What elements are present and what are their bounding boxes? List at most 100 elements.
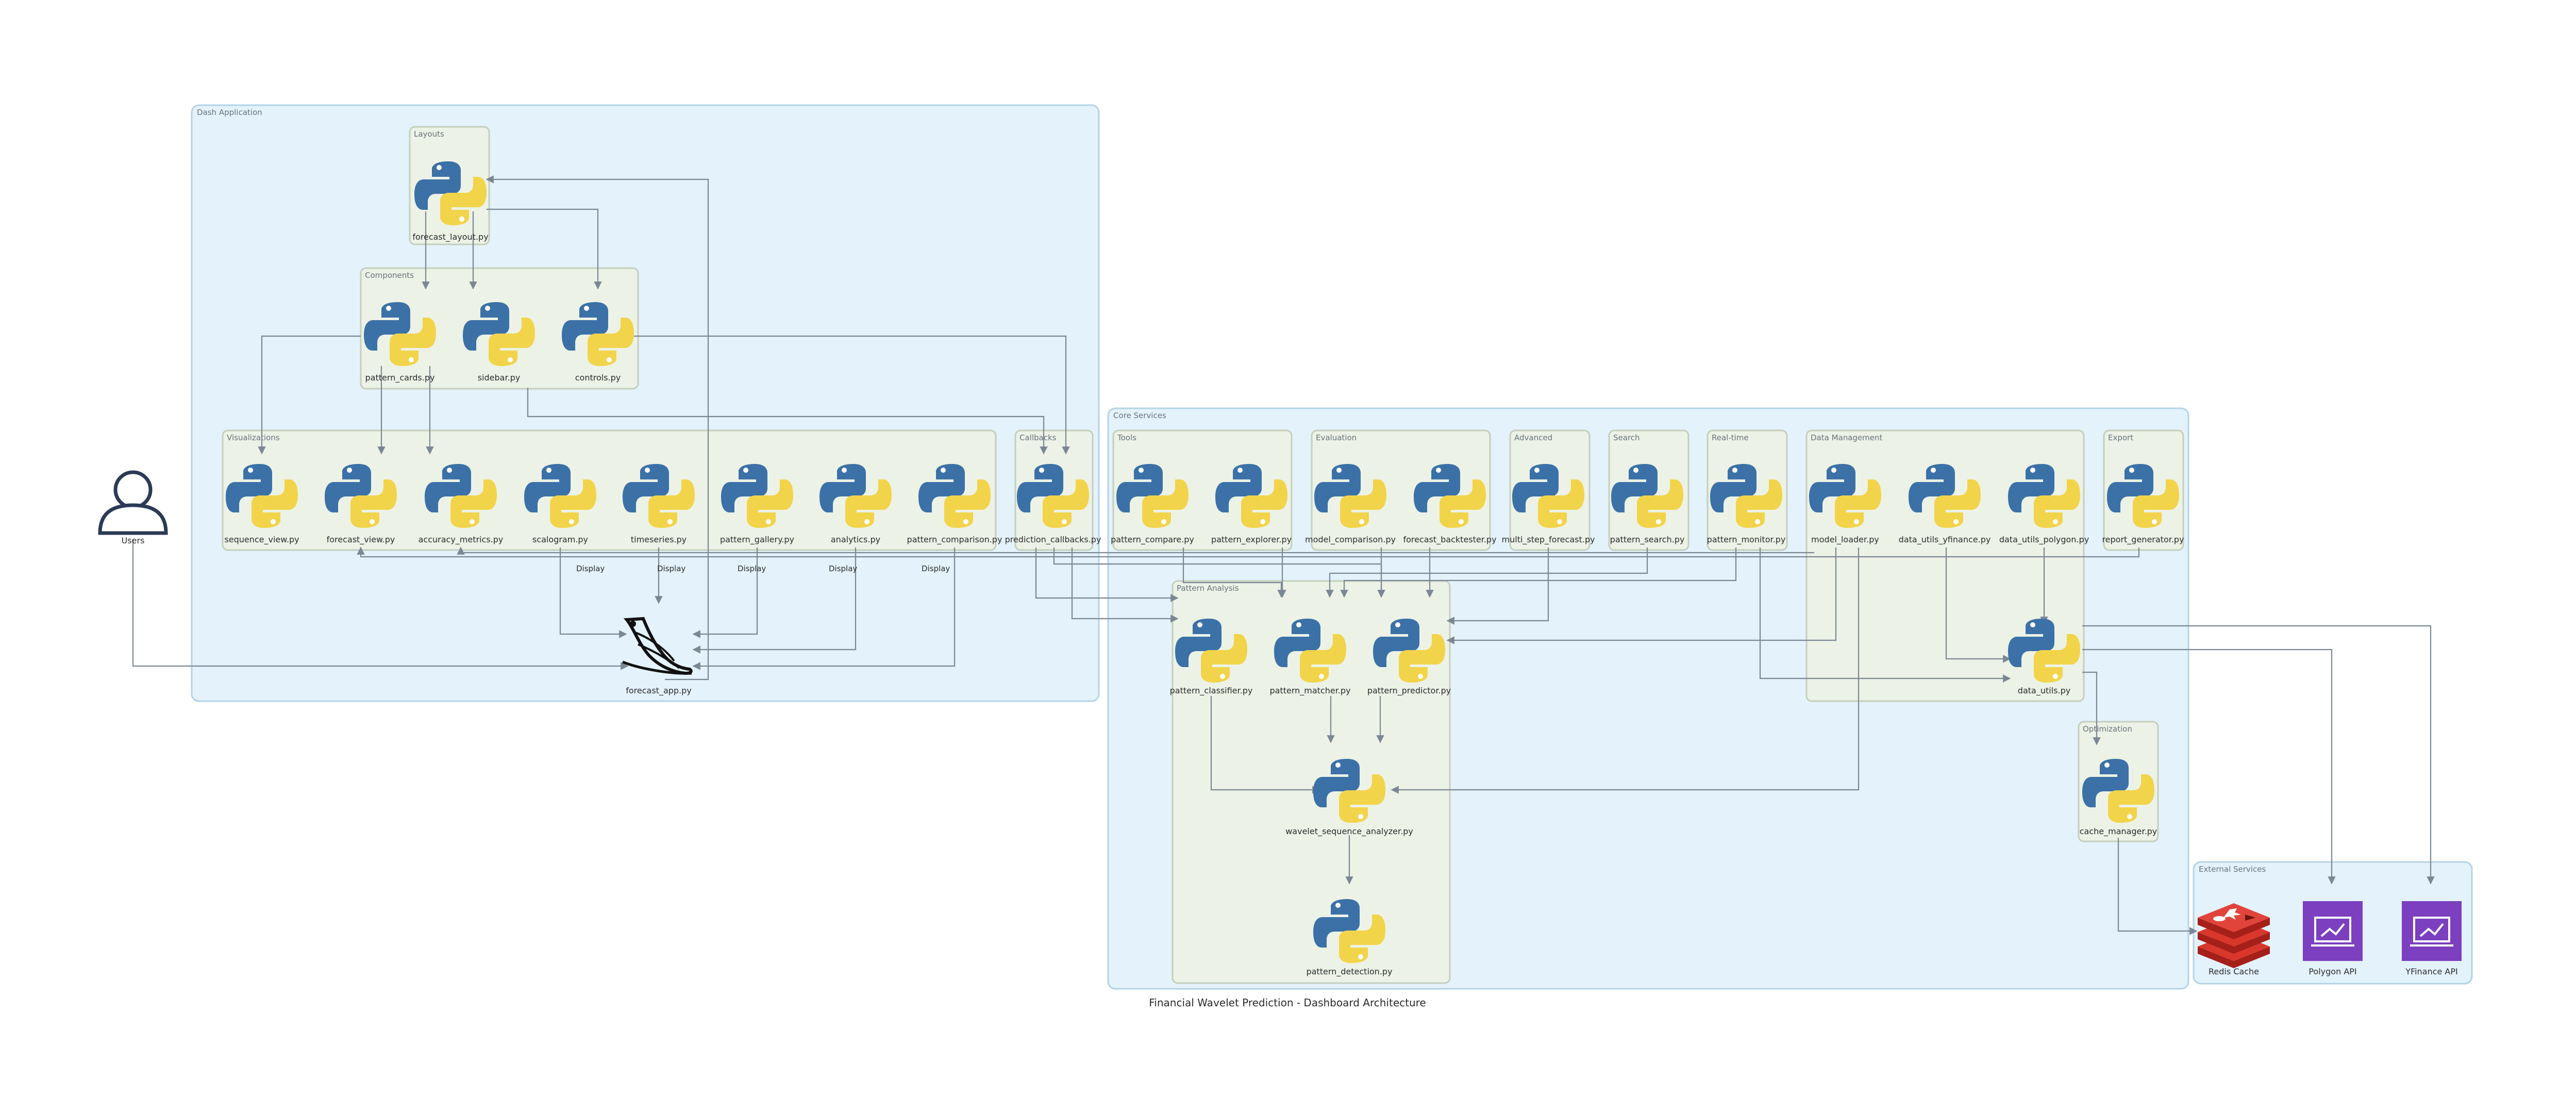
node-scalogram[interactable]: scalogram.py bbox=[524, 464, 596, 544]
node-label: forecast_layout.py bbox=[412, 232, 488, 242]
node-pattern-monitor[interactable]: pattern_monitor.py bbox=[1707, 464, 1786, 545]
node-prediction-callbacks[interactable]: prediction_callbacks.py bbox=[1005, 464, 1101, 545]
node-data-utils-polygon[interactable]: data_utils_polygon.py bbox=[1999, 464, 2089, 545]
node-label: Redis Cache bbox=[2209, 967, 2259, 976]
node-redis-cache[interactable]: Redis Cache bbox=[2198, 903, 2270, 976]
cluster-label-realtime: Real-time bbox=[1712, 433, 1749, 442]
edge-controls-callbacks bbox=[634, 335, 1070, 455]
node-forecast-view[interactable]: forecast_view.py bbox=[325, 464, 397, 545]
edge-cache-redis bbox=[2117, 838, 2198, 935]
edge-monitor-matcher bbox=[1340, 547, 1737, 598]
node-pattern-compare[interactable]: pattern_compare.py bbox=[1111, 464, 1194, 545]
cluster-label-callbacks: Callbacks bbox=[1019, 433, 1057, 442]
node-pattern-comparison[interactable]: pattern_comparison.py bbox=[907, 464, 1002, 545]
flask-icon bbox=[622, 617, 693, 675]
edge-classifier-analyzer bbox=[1210, 696, 1320, 794]
node-polygon-api[interactable]: Polygon API bbox=[2303, 901, 2363, 976]
cluster-dash-application: Dash Application bbox=[191, 104, 1100, 702]
node-analytics[interactable]: analytics.py bbox=[819, 464, 892, 544]
node-model-loader[interactable]: model_loader.py bbox=[1809, 464, 1881, 545]
edge-comparison-app bbox=[692, 547, 956, 670]
cluster-label-components: Components bbox=[365, 271, 414, 280]
node-label: pattern_gallery.py bbox=[720, 535, 794, 545]
edge-label-display: Display bbox=[829, 564, 857, 573]
edge-monitor-datautils bbox=[1759, 547, 2011, 683]
edge-search-matcher bbox=[1326, 547, 1648, 598]
node-pattern-predictor[interactable]: pattern_predictor.py bbox=[1367, 619, 1451, 696]
node-pattern-matcher[interactable]: pattern_matcher.py bbox=[1269, 619, 1351, 696]
node-data-utils[interactable]: data_utils.py bbox=[2008, 619, 2080, 696]
cluster-pattern-analysis: Pattern Analysis bbox=[1172, 580, 1451, 984]
cluster-label-tools: Tools bbox=[1117, 433, 1136, 442]
node-wavelet-sequence-analyzer[interactable]: wavelet_sequence_analyzer.py bbox=[1285, 759, 1413, 837]
edge-labels: Display Display Display Display Display bbox=[576, 564, 950, 573]
edge-loader-predictor bbox=[1446, 547, 1837, 644]
cluster-label-external: External Services bbox=[2199, 865, 2266, 874]
cluster-label-search: Search bbox=[1613, 433, 1640, 442]
edge-scalogram-app bbox=[559, 547, 627, 638]
node-timeseries[interactable]: timeseries.py bbox=[623, 464, 695, 544]
node-label: pattern_search.py bbox=[1610, 535, 1685, 545]
node-sidebar[interactable]: sidebar.py bbox=[463, 302, 535, 383]
node-multi-step-forecast[interactable]: multi_step_forecast.py bbox=[1502, 464, 1595, 545]
diagram-title: Financial Wavelet Prediction - Dashboard… bbox=[1149, 997, 1426, 1009]
edge-label-display: Display bbox=[576, 564, 605, 573]
node-yfinance-api[interactable]: YFinance API bbox=[2402, 901, 2462, 976]
node-pattern-search[interactable]: pattern_search.py bbox=[1610, 464, 1685, 545]
edge-users-app bbox=[132, 539, 629, 670]
node-label: forecast_app.py bbox=[626, 686, 692, 696]
edge-app-layout bbox=[486, 175, 709, 681]
cluster-label-data-management: Data Management bbox=[1811, 433, 1883, 442]
node-label: data_utils.py bbox=[2018, 686, 2070, 696]
node-label: Users bbox=[122, 536, 145, 545]
node-label: multi_step_forecast.py bbox=[1502, 535, 1595, 545]
edge-datautils-yfinance bbox=[2082, 625, 2435, 885]
edge-label-display: Display bbox=[922, 564, 950, 573]
chart-api-icon bbox=[2303, 901, 2363, 961]
node-pattern-gallery[interactable]: pattern_gallery.py bbox=[720, 464, 794, 545]
node-label: wavelet_sequence_analyzer.py bbox=[1285, 826, 1413, 837]
node-data-utils-yfinance[interactable]: data_utils_yfinance.py bbox=[1899, 464, 1991, 545]
cluster-label-optimization: Optimization bbox=[2083, 724, 2132, 734]
node-forecast-backtester[interactable]: forecast_backtester.py bbox=[1403, 464, 1497, 545]
edge-export-forecastview bbox=[357, 546, 2140, 558]
node-report-generator[interactable]: report_generator.py bbox=[2102, 464, 2184, 545]
node-label: pattern_detection.py bbox=[1306, 967, 1392, 977]
edge-datautils-cache bbox=[2082, 671, 2101, 745]
node-label: pattern_explorer.py bbox=[1211, 535, 1292, 545]
node-label: data_utils_yfinance.py bbox=[1899, 535, 1991, 545]
node-label: pattern_comparison.py bbox=[907, 535, 1002, 545]
node-pattern-classifier[interactable]: pattern_classifier.py bbox=[1170, 619, 1253, 696]
redis-icon bbox=[2198, 903, 2270, 968]
node-label: pattern_classifier.py bbox=[1170, 686, 1253, 696]
edge-callbacks-classifier bbox=[1035, 547, 1179, 602]
node-pattern-explorer[interactable]: pattern_explorer.py bbox=[1211, 464, 1292, 545]
node-label: pattern_predictor.py bbox=[1367, 686, 1451, 696]
node-forecast-layout[interactable]: forecast_layout.py bbox=[412, 161, 489, 242]
cluster-label-pattern-analysis: Pattern Analysis bbox=[1177, 584, 1239, 593]
edge-loader-analyzer bbox=[1391, 547, 1860, 794]
node-label: pattern_cards.py bbox=[365, 373, 435, 383]
edge-label-display: Display bbox=[738, 564, 766, 573]
cluster-label-dash: Dash Application bbox=[197, 108, 262, 117]
node-model-comparison[interactable]: model_comparison.py bbox=[1305, 464, 1396, 545]
node-pattern-cards[interactable]: pattern_cards.py bbox=[364, 302, 436, 383]
cluster-label-core: Core Services bbox=[1113, 411, 1166, 420]
node-controls[interactable]: controls.py bbox=[562, 302, 634, 383]
node-label: Polygon API bbox=[2309, 967, 2356, 976]
edge-multistep-predictor bbox=[1446, 547, 1549, 625]
node-accuracy-metrics[interactable]: accuracy_metrics.py bbox=[419, 464, 504, 545]
node-sequence-view[interactable]: sequence_view.py bbox=[224, 464, 299, 545]
edge-cards-sequence bbox=[258, 335, 361, 455]
edge-loader-accuracy bbox=[457, 546, 1814, 555]
node-pattern-detection[interactable]: pattern_detection.py bbox=[1306, 899, 1393, 977]
node-label: sidebar.py bbox=[478, 373, 521, 383]
edge-layout-controls bbox=[487, 208, 602, 290]
node-label: sequence_view.py bbox=[224, 535, 299, 545]
node-label: cache_manager.py bbox=[2080, 826, 2157, 837]
node-forecast-app[interactable]: forecast_app.py bbox=[622, 617, 693, 696]
edge-gallery-app bbox=[692, 547, 758, 638]
node-cache-manager[interactable]: cache_manager.py bbox=[2080, 759, 2157, 837]
node-users[interactable]: Users bbox=[98, 470, 168, 545]
